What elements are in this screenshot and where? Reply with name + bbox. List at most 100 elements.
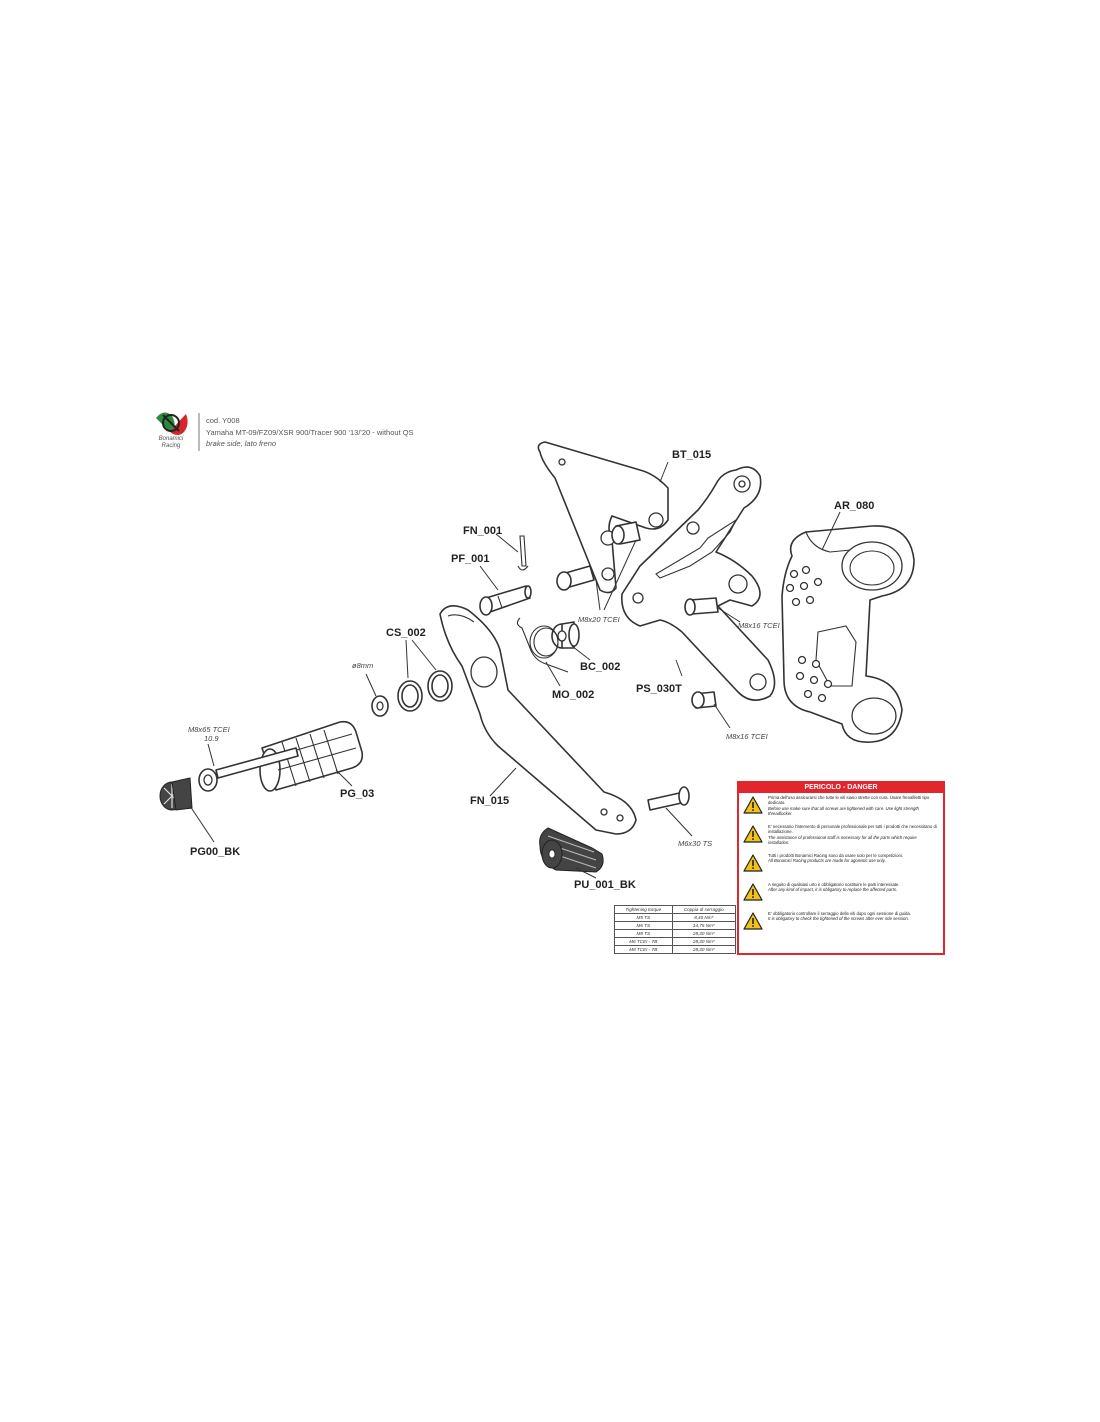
part-pu-001-bk bbox=[539, 827, 604, 873]
bonamici-logo: Bonamici Racing bbox=[156, 412, 188, 449]
part-fn-015 bbox=[439, 605, 637, 835]
torque-screw: M8 TS bbox=[614, 929, 673, 938]
leader-m6x30 bbox=[665, 807, 693, 837]
torque-value: 28,30 Nm* bbox=[671, 937, 737, 946]
torque-header-row: Tightening torque Coppia di serraggio bbox=[614, 905, 737, 914]
torque-screw: M6 TS bbox=[614, 921, 673, 930]
torque-value: 14,75 Nm* bbox=[671, 921, 737, 930]
leader-m8x20 bbox=[595, 579, 601, 611]
warning-it: E' necessario l'intervento di personale … bbox=[768, 824, 937, 835]
label-fn-001: FN_001 bbox=[463, 525, 502, 537]
leader-bt-015 bbox=[659, 461, 669, 483]
leader-fn-015 bbox=[489, 767, 517, 797]
bolt-m8x16-lower bbox=[691, 691, 717, 709]
torque-screw: M6 TCEI - TB bbox=[614, 937, 673, 946]
product-side: brake side, lato freno bbox=[206, 439, 276, 448]
torque-header-it: Coppia di serraggio bbox=[671, 905, 737, 914]
warning-en: The assistance of professional staff is … bbox=[768, 834, 917, 846]
torque-value: 8,40 Nm* bbox=[671, 913, 737, 922]
bolt-m8x65 bbox=[198, 747, 299, 792]
part-pg00-bk bbox=[159, 777, 193, 811]
warning-row: Prima dell'uso assicurarsi che tutte le … bbox=[739, 793, 943, 822]
label-pu-001-bk: PU_001_BK bbox=[574, 879, 636, 891]
part-ps-030t bbox=[621, 466, 776, 701]
leader-pf-001 bbox=[479, 565, 499, 591]
label-cs-002: CS_002 bbox=[386, 627, 426, 639]
label-bt-015: BT_015 bbox=[672, 449, 711, 461]
warning-row: Tutti i prodotti Bonamici Racing sono da… bbox=[739, 851, 943, 880]
warning-en: Before use make sure that all screws are… bbox=[768, 805, 919, 817]
leader-m8x16-b bbox=[713, 703, 731, 729]
leader-m8x20-b bbox=[603, 539, 637, 611]
ar-080-holes bbox=[785, 565, 833, 703]
leader-ar-080 bbox=[821, 511, 841, 551]
torque-value: 28,30 Nm* bbox=[671, 945, 737, 954]
label-m8x16-a: M8x16 TCEI bbox=[738, 621, 780, 630]
warning-triangle-icon bbox=[743, 796, 763, 814]
warning-it: E' obbligatorio controllare il serraggio… bbox=[768, 911, 911, 916]
torque-value: 28,30 Nm* bbox=[671, 929, 737, 938]
warning-en: After any kind of impact, it is obligato… bbox=[768, 887, 898, 893]
product-code: cod. Y008 bbox=[206, 416, 240, 425]
leader-fn-001 bbox=[495, 533, 519, 553]
leader-m8x16-a bbox=[717, 607, 741, 623]
bolt-m8x16-mid bbox=[684, 597, 719, 616]
warning-it: A seguito di qualsiasi urto è obbligator… bbox=[768, 882, 900, 887]
product-model: Yamaha MT-09/FZ09/XSR 900/Tracer 900 '13… bbox=[206, 428, 414, 437]
warning-row: E' obbligatorio controllare il serraggio… bbox=[739, 909, 943, 938]
warning-triangle-icon bbox=[743, 912, 763, 930]
leader-pg00-bk bbox=[189, 805, 215, 843]
brand-line2: Racing bbox=[162, 443, 181, 449]
warning-triangle-icon bbox=[743, 854, 763, 872]
table-row: M8 TCEI - TB 28,30 Nm* bbox=[614, 945, 737, 954]
label-bc-002: BC_002 bbox=[580, 661, 620, 673]
leader-pu-001-bk bbox=[575, 867, 597, 879]
label-m8x16-b: M8x16 TCEI bbox=[726, 732, 768, 741]
label-pg00-bk: PG00_BK bbox=[190, 846, 240, 858]
warning-it: Tutti i prodotti Bonamici Racing sono da… bbox=[768, 853, 904, 858]
bolt-m8x20-upper bbox=[611, 521, 641, 545]
warning-triangle-icon bbox=[743, 883, 763, 901]
leader-mo-002 bbox=[545, 661, 561, 687]
table-row: M6 TS 14,75 Nm* bbox=[614, 921, 737, 930]
leader-m8x65 bbox=[207, 743, 215, 767]
part-pf-001 bbox=[479, 585, 532, 616]
leader-bc-002 bbox=[571, 645, 591, 661]
warning-it: Prima dell'uso assicurarsi che tutte le … bbox=[768, 795, 930, 806]
part-fn-001 bbox=[517, 535, 529, 571]
torque-header-en: Tightening torque bbox=[614, 905, 673, 914]
label-m8x20: M8x20 TCEI bbox=[578, 615, 620, 624]
leader-washer bbox=[365, 673, 377, 697]
label-m8x65: M8x65 TCEI bbox=[188, 725, 230, 734]
warning-row: A seguito di qualsiasi urto è obbligator… bbox=[739, 880, 943, 909]
warning-row: E' necessario l'intervento di personale … bbox=[739, 822, 943, 851]
table-row: M8 TS 28,30 Nm* bbox=[614, 929, 737, 938]
leader-ps-030t bbox=[675, 659, 683, 677]
label-pg-03: PG_03 bbox=[340, 788, 374, 800]
torque-screw: M5 TS bbox=[614, 913, 673, 922]
part-washer bbox=[371, 695, 389, 717]
torque-table: Tightening torque Coppia di serraggio M5… bbox=[614, 905, 737, 954]
label-mo-002: MO_002 bbox=[552, 689, 594, 701]
label-ps-030t: PS_030T bbox=[636, 683, 682, 695]
label-ar-080: AR_080 bbox=[834, 500, 874, 512]
label-m6x30: M6x30 TS bbox=[678, 839, 712, 848]
part-ar-080 bbox=[781, 525, 915, 743]
torque-screw: M8 TCEI - TB bbox=[614, 945, 673, 954]
label-fn-015: FN_015 bbox=[470, 795, 509, 807]
warning-en: It is obligatory to check the tightened … bbox=[768, 916, 909, 922]
table-row: M6 TCEI - TB 28,30 Nm* bbox=[614, 937, 737, 946]
leader-cs-002 bbox=[405, 639, 437, 679]
bolt-m6x30 bbox=[647, 786, 690, 811]
part-mo-002 bbox=[516, 617, 569, 673]
part-bc-002 bbox=[551, 621, 580, 649]
warning-triangle-icon bbox=[743, 825, 763, 843]
bolt-m8x20 bbox=[556, 565, 595, 591]
danger-box: PERICOLO - DANGER Prima dell'uso assicur… bbox=[737, 781, 945, 955]
part-cs-002 bbox=[397, 670, 453, 712]
leader-pg-03 bbox=[335, 769, 353, 787]
table-row: M5 TS 8,40 Nm* bbox=[614, 913, 737, 922]
danger-title: PERICOLO - DANGER bbox=[739, 783, 943, 793]
label-pf-001: PF_001 bbox=[451, 553, 490, 565]
